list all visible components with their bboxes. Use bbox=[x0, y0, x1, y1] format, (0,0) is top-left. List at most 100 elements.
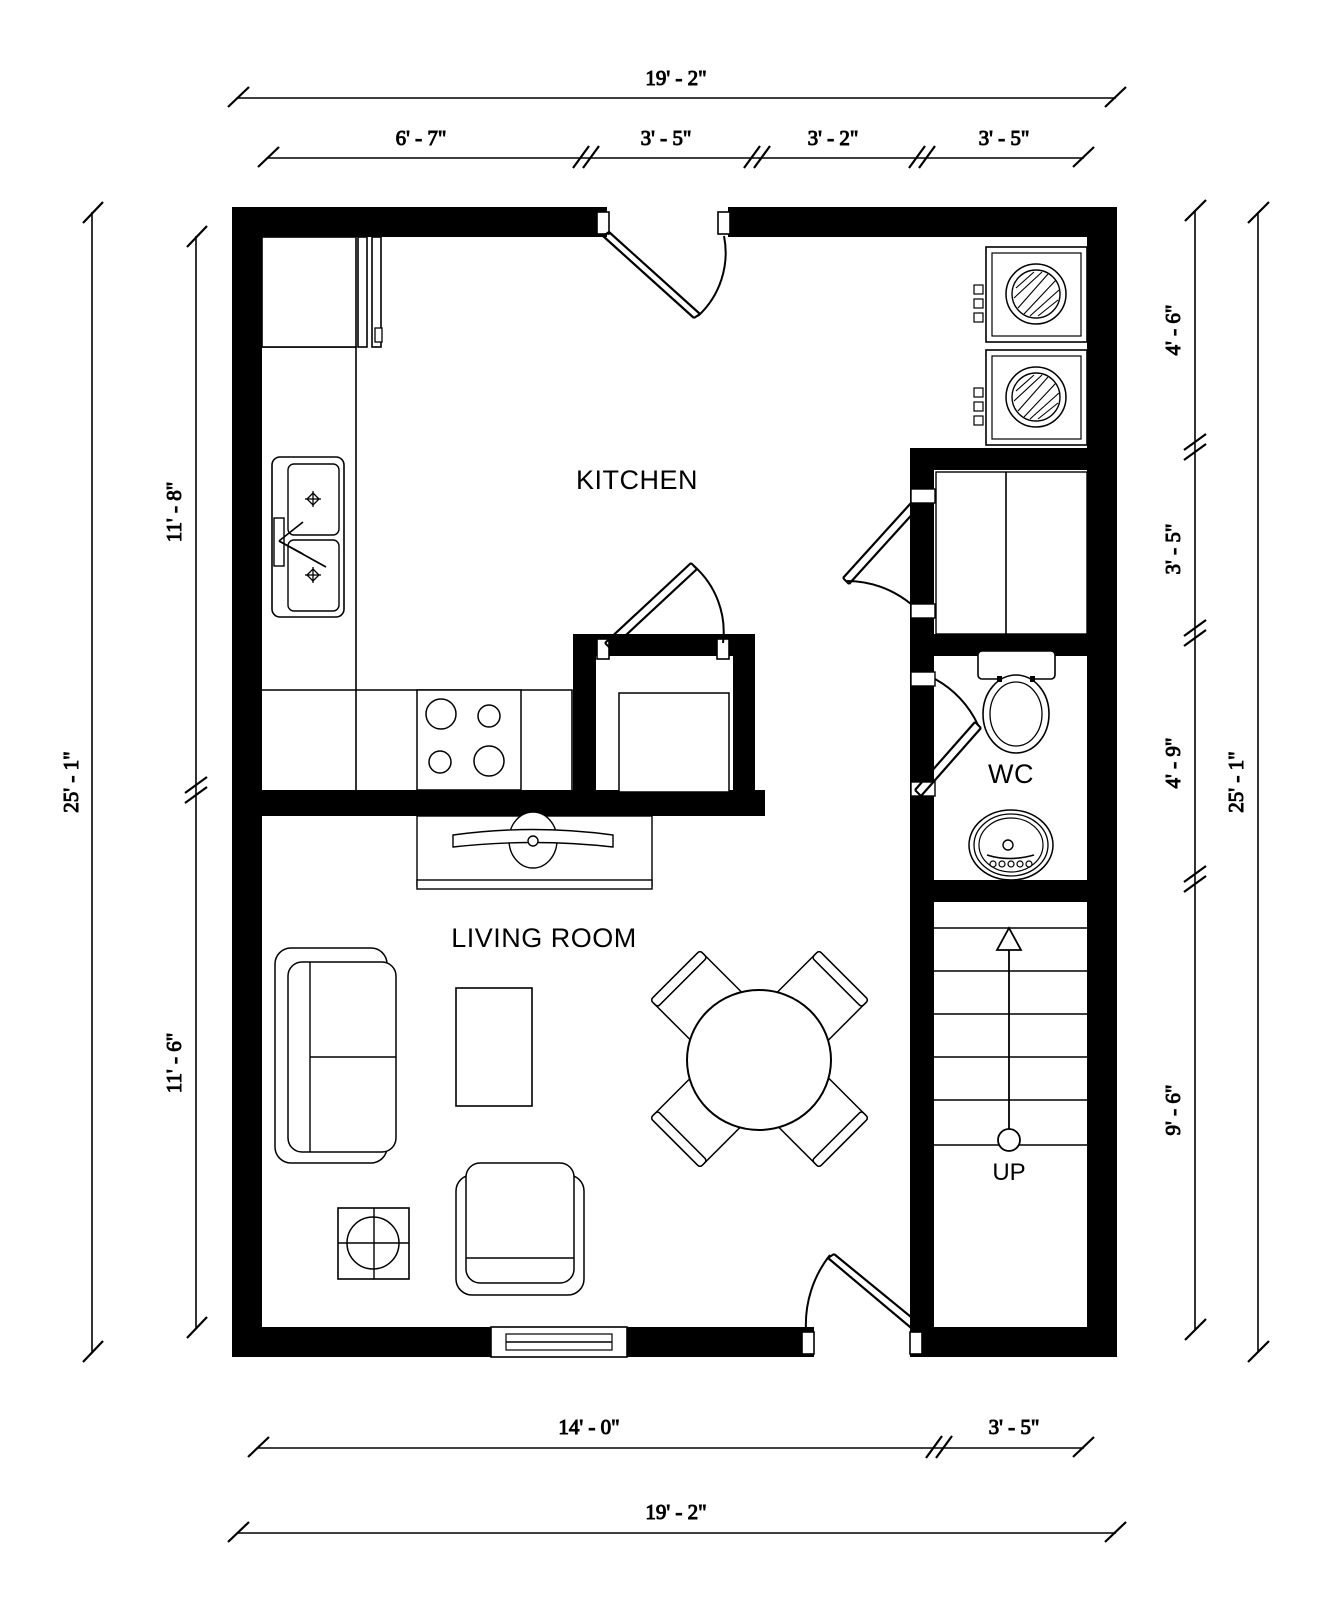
washer-control-2 bbox=[973, 298, 984, 309]
dim-top-overall-label: 19' - 2" bbox=[645, 66, 706, 90]
closet-interior bbox=[935, 471, 1088, 635]
vanity-drain bbox=[1002, 839, 1014, 851]
washer bbox=[973, 246, 1088, 343]
dim-tick-7 bbox=[1183, 619, 1207, 647]
wall-closet-top bbox=[910, 448, 1117, 470]
dim-right-seg-1-label: 4' - 6" bbox=[1161, 305, 1185, 356]
dim-bottom-seg-1-label: 14' - 0" bbox=[558, 1415, 619, 1439]
pantry-shelf bbox=[618, 692, 730, 793]
dim-bottom-overall-label: 19' - 2" bbox=[645, 1500, 706, 1524]
vanity-overflow-holes bbox=[989, 860, 1033, 868]
room-label-wc: WC bbox=[988, 759, 1034, 789]
dryer bbox=[973, 349, 1088, 446]
dim-bottom-seg-2-label: 3' - 5" bbox=[989, 1415, 1040, 1439]
door-jamb-closet-top bbox=[910, 488, 936, 504]
sink-drain-upper bbox=[305, 491, 321, 507]
refrigerator-body bbox=[261, 236, 357, 348]
armchair-seat bbox=[465, 1162, 575, 1284]
sink-drain-lower bbox=[305, 567, 321, 583]
refrigerator-handle bbox=[374, 327, 383, 343]
wall-bottom-left bbox=[232, 1327, 491, 1357]
wall-left-exterior bbox=[232, 207, 262, 1357]
linen-closet bbox=[935, 471, 1088, 635]
dim-right-chain bbox=[1183, 199, 1207, 1341]
refrigerator-door-swing bbox=[371, 236, 382, 348]
wall-service-core bbox=[910, 448, 934, 1357]
door-leaf-cap-e bbox=[604, 642, 612, 650]
door-swing-arc-entry-top bbox=[697, 235, 727, 317]
dim-tick-8 bbox=[1183, 865, 1207, 893]
room-label-living-room: LIVING ROOM bbox=[451, 923, 637, 953]
side-table bbox=[337, 1207, 410, 1280]
dim-tick-1 bbox=[572, 145, 600, 169]
pantry-door[interactable] bbox=[596, 562, 730, 660]
dryer-drum-hatch bbox=[1013, 374, 1060, 420]
coffee-table bbox=[455, 987, 533, 1107]
burner-rear-left bbox=[425, 698, 457, 730]
door-leaf-pantry bbox=[604, 562, 692, 644]
dim-tick-2 bbox=[743, 145, 771, 169]
wc-door[interactable] bbox=[914, 678, 982, 797]
washer-drum bbox=[1011, 269, 1061, 319]
vanity-sink bbox=[968, 809, 1054, 881]
door-leaf-cap-g bbox=[910, 502, 918, 510]
dim-tick-4 bbox=[925, 1435, 953, 1459]
dim-tick-3 bbox=[908, 145, 936, 169]
dim-left-seg-1-label: 11' - 8" bbox=[162, 482, 186, 543]
door-leaf-wc bbox=[914, 721, 976, 791]
door-swing-arc-pantry bbox=[693, 565, 725, 644]
door-leaf-closet-edge bbox=[848, 508, 918, 585]
sink-faucet-handles bbox=[278, 521, 327, 568]
door-jamb-entry-top-right bbox=[717, 211, 731, 235]
door-leaf-cap-c bbox=[915, 1325, 923, 1333]
door-jamb-entry-top-left bbox=[596, 211, 610, 235]
door-leaf-cap-i bbox=[914, 789, 922, 797]
burner-front-left bbox=[428, 750, 452, 774]
tv-mount-pin bbox=[527, 835, 539, 847]
wall-top-left bbox=[232, 207, 607, 237]
wall-top-right bbox=[728, 207, 1117, 237]
closet-door[interactable] bbox=[842, 502, 918, 605]
window-bottom bbox=[490, 1326, 628, 1358]
sofa bbox=[274, 947, 397, 1164]
door-swing-arc-entry-bottom bbox=[804, 1254, 831, 1331]
wall-bottom-middle bbox=[627, 1327, 814, 1357]
door-leaf-entry-top-edge bbox=[608, 231, 701, 315]
refrigerator-door-panel bbox=[357, 236, 368, 348]
wall-pantry-right bbox=[733, 634, 755, 792]
room-label-kitchen: KITCHEN bbox=[576, 465, 698, 495]
toilet bbox=[977, 650, 1056, 754]
door-leaf-entry-bottom bbox=[827, 1257, 917, 1333]
wall-closet-wc-divider bbox=[910, 634, 1117, 656]
washer-control-3 bbox=[973, 312, 984, 323]
door-leaf-wc-edge bbox=[920, 727, 982, 797]
dim-bottom-overall bbox=[227, 1521, 1127, 1543]
dim-tick-5 bbox=[184, 776, 208, 804]
dim-right-overall bbox=[1247, 201, 1270, 1363]
refrigerator bbox=[261, 236, 383, 348]
dim-top-seg-2-label: 3' - 5" bbox=[641, 126, 692, 150]
dining-set bbox=[650, 950, 869, 1168]
dim-left-overall-label: 25' - 1" bbox=[59, 751, 83, 812]
washer-drum-hatch bbox=[1013, 271, 1060, 317]
entry-door-top[interactable] bbox=[596, 211, 731, 319]
dim-top-seg-3-label: 3' - 2" bbox=[808, 126, 859, 150]
dim-right-overall-label: 25' - 1" bbox=[1224, 751, 1248, 812]
kitchen-sink bbox=[271, 456, 345, 618]
wall-pantry-left bbox=[573, 634, 596, 792]
dim-right-seg-2-label: 3' - 5" bbox=[1161, 524, 1185, 575]
stair-up-arrowhead bbox=[995, 926, 1023, 951]
dim-left-chain bbox=[184, 225, 208, 1339]
wall-pantry-top bbox=[573, 634, 755, 656]
walls bbox=[232, 207, 1117, 1357]
entry-door-bottom[interactable] bbox=[801, 1253, 923, 1355]
dim-right-seg-4-label: 9' - 6" bbox=[1161, 1085, 1185, 1136]
dim-top-overall bbox=[227, 86, 1127, 108]
vanity-rim bbox=[986, 854, 1035, 860]
dryer-drum bbox=[1011, 372, 1061, 422]
toilet-hinge-right bbox=[1030, 676, 1035, 682]
dim-bottom-chain bbox=[247, 1435, 1095, 1459]
door-leaf-entry-top bbox=[602, 235, 695, 319]
dryer-control-3 bbox=[973, 415, 984, 426]
